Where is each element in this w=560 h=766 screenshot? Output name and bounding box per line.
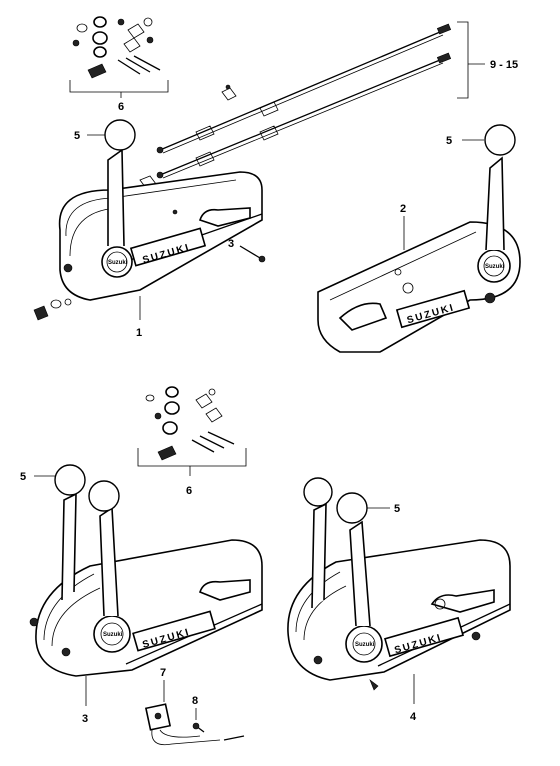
control-cables: [139, 23, 452, 189]
callout-6-top: 6: [118, 101, 124, 113]
remote-control-box-3: SUZUKI Suzuki: [29, 492, 263, 677]
callout-3: 3: [82, 713, 88, 725]
bracket-9-15: [457, 21, 469, 99]
brand-hub-3: Suzuki: [103, 632, 123, 638]
lever-knob-5: [104, 119, 136, 151]
lever-knob-5e: [303, 477, 333, 507]
hardware-kit-middle: [137, 386, 247, 476]
lever-knob-5f: [336, 492, 368, 524]
callout-5-top-left: 5: [74, 130, 80, 142]
callout-5-top-right: 5: [446, 135, 452, 147]
callout-8: 8: [192, 695, 198, 707]
brand-hub-1: Suzuki: [108, 260, 128, 266]
callout-9-15: 9 - 15: [490, 59, 518, 71]
screw-8: [192, 722, 205, 733]
small-parts-left: [33, 298, 72, 321]
hardware-kit-top: [69, 16, 169, 98]
neutral-switch-7: [144, 703, 245, 746]
callout-6-middle: 6: [186, 485, 192, 497]
brand-hub-2: Suzuki: [485, 264, 505, 270]
callout-1: 1: [136, 327, 142, 339]
lever-knob-5b: [484, 124, 516, 156]
remote-control-box-1: SUZUKI Suzuki: [58, 148, 263, 301]
screw-3: [239, 245, 266, 263]
lever-knob-5d: [88, 480, 120, 512]
callout-7: 7: [160, 667, 166, 679]
remote-control-box-2: SUZUKI Suzuki: [317, 156, 521, 353]
callout-4: 4: [410, 711, 417, 723]
lever-knob-5c: [54, 464, 86, 496]
callout-5-bottom-right: 5: [394, 503, 400, 515]
callout-5-bottom-left: 5: [20, 471, 26, 483]
remote-control-box-4: SUZUKI Suzuki: [287, 502, 511, 691]
callout-2: 2: [400, 203, 406, 215]
brand-hub-4: Suzuki: [355, 642, 375, 648]
callout-3-screw: 3: [228, 238, 234, 250]
